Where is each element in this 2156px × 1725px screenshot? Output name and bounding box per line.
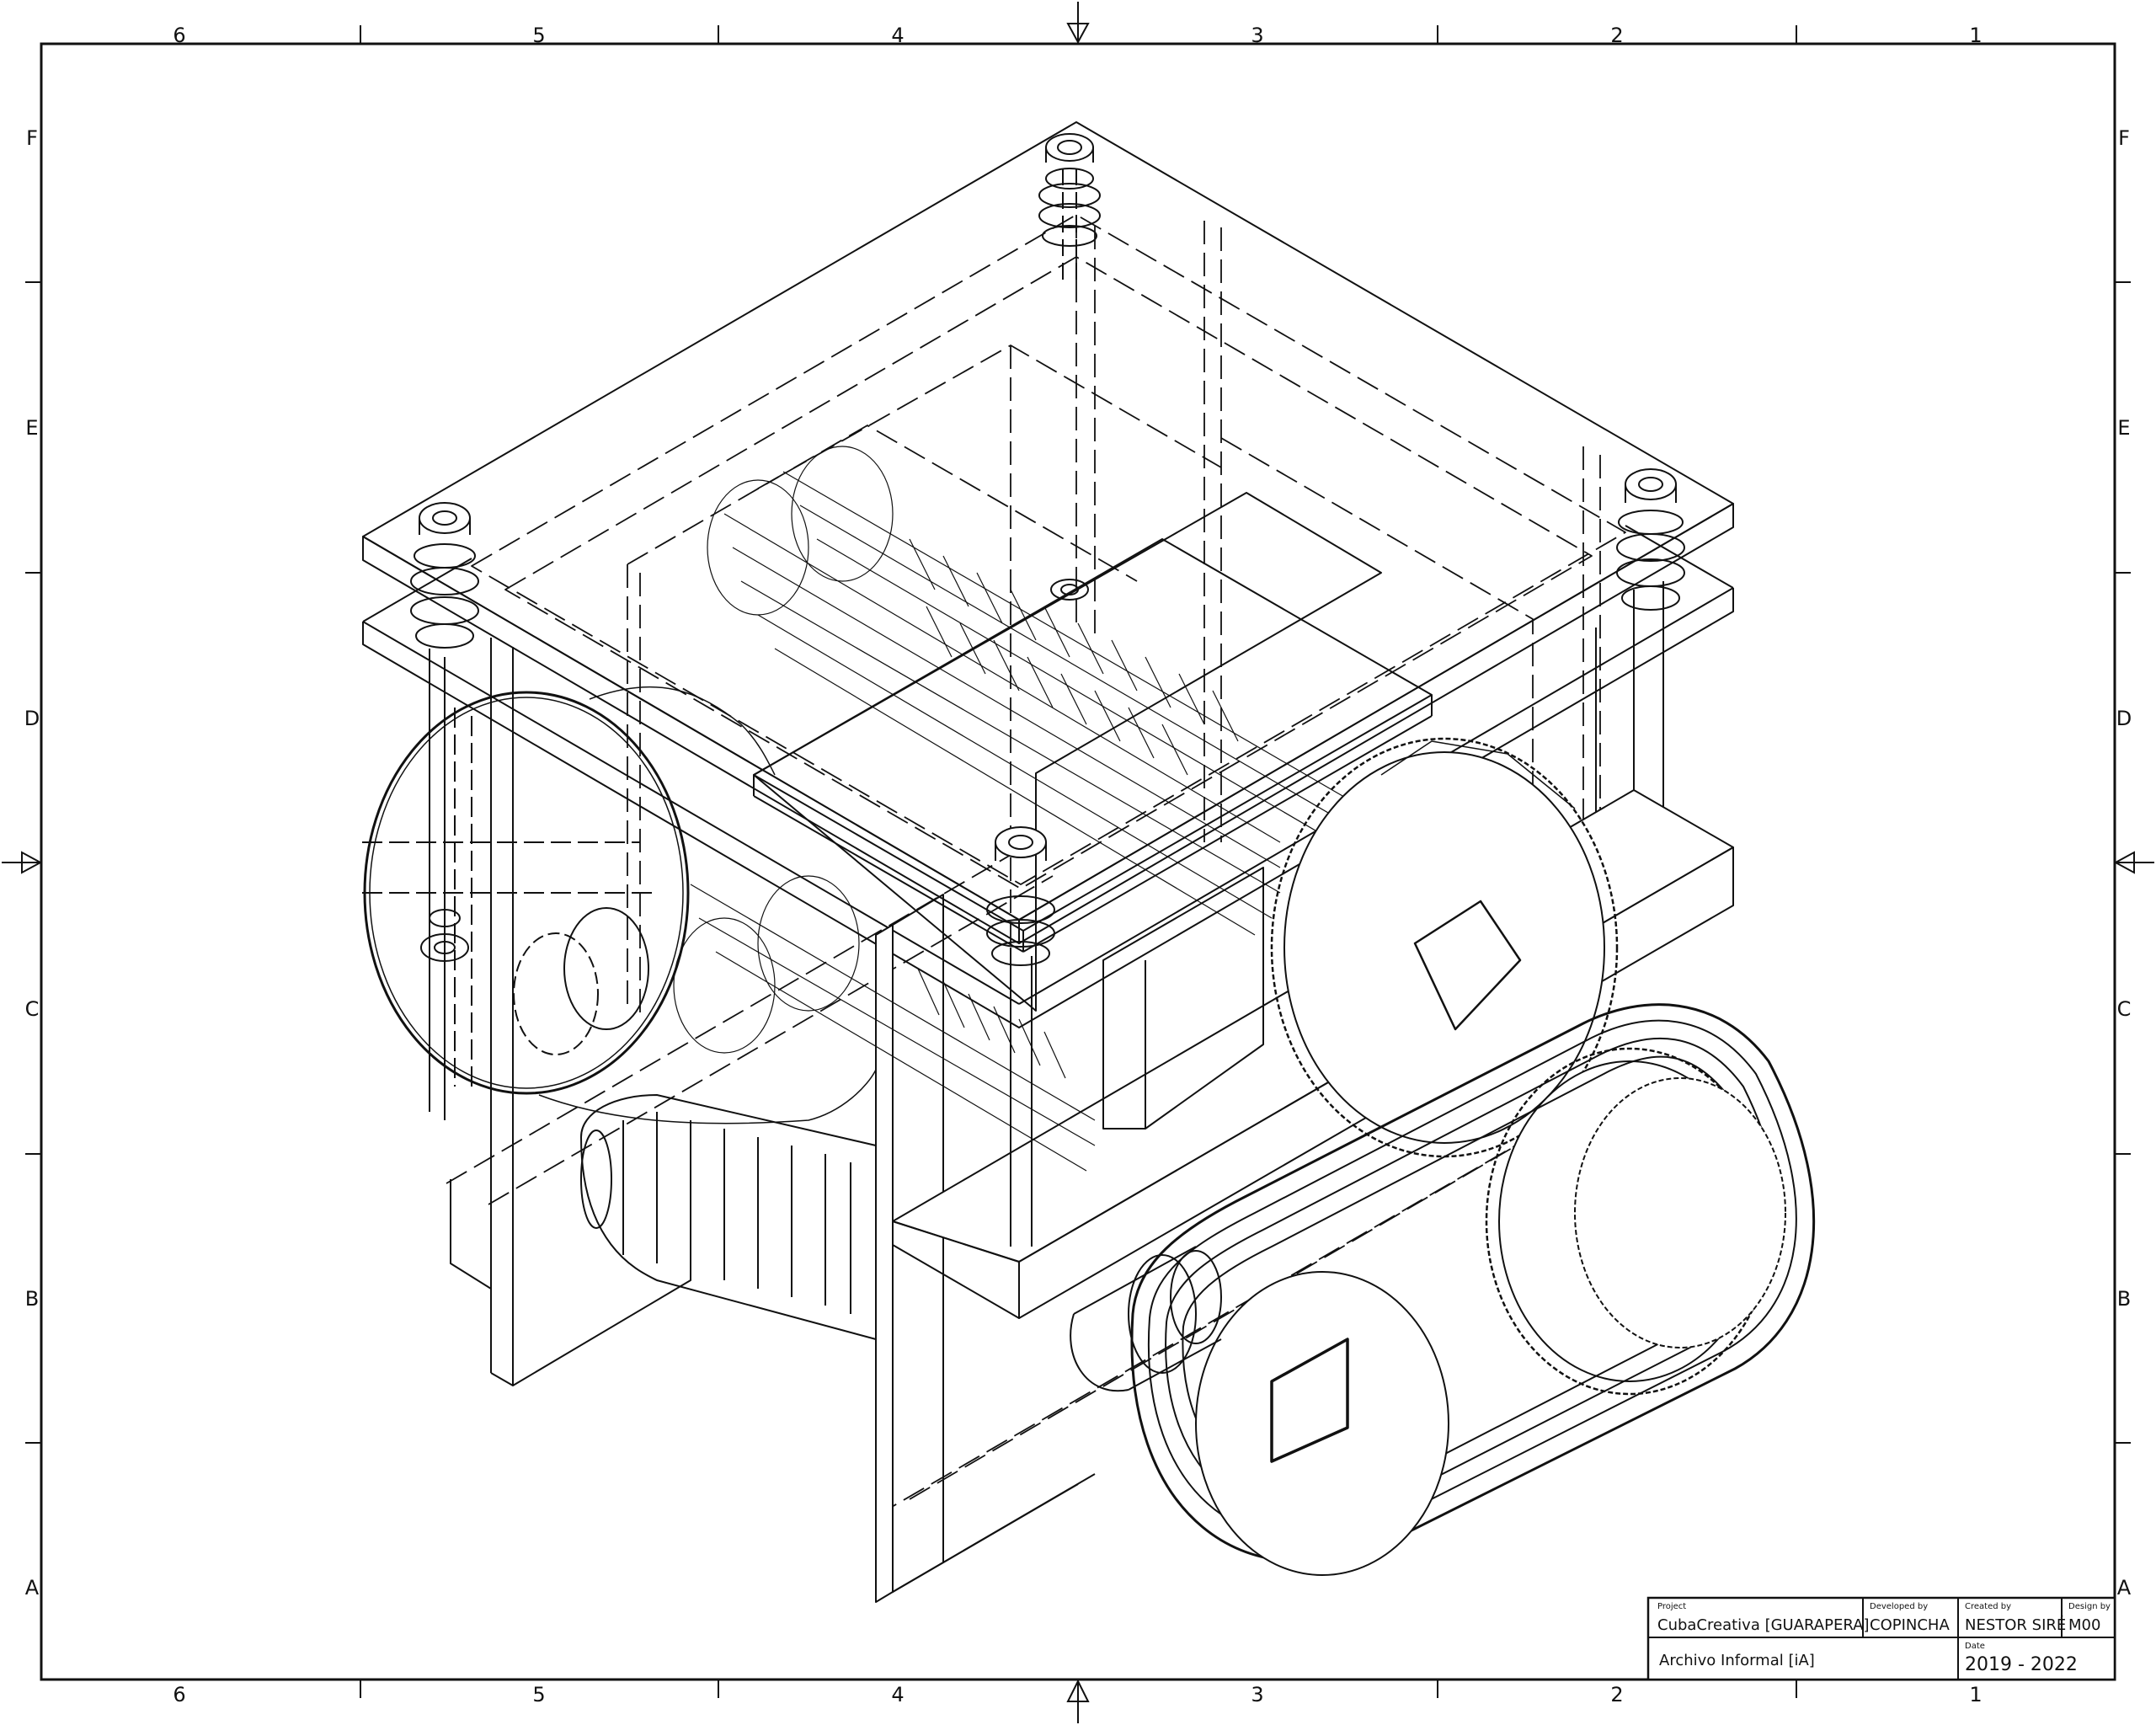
bolt-right (1616, 468, 1685, 611)
archive-value: Archivo Informal [iA] (1659, 1652, 1815, 1669)
created-value: NESTOR SIRÉ (1965, 1616, 2066, 1634)
row-label-d-left: D (24, 707, 40, 730)
row-label-e-right: E (2117, 416, 2130, 440)
col-label-1-bottom: 1 (1969, 1683, 1982, 1706)
bottom-drum (580, 1094, 877, 1340)
developed-value: COPINCHA (1870, 1616, 1950, 1634)
developed-caption: Developed by (1870, 1602, 1928, 1611)
roller-block (1102, 867, 1264, 1130)
bolt-inner (1050, 579, 1089, 601)
title-block-text: Project CubaCreativa [GUARAPERA] Develop… (1657, 1602, 2111, 1675)
design-value: M00 (2068, 1616, 2100, 1634)
row-label-c-right: C (2117, 997, 2132, 1021)
bolt-top-center (1038, 133, 1101, 286)
row-label-c-left: C (25, 997, 40, 1021)
row-labels-right: F E D C B A (2116, 126, 2132, 1599)
col-label-3-bottom: 3 (1251, 1683, 1263, 1706)
detail-circle (362, 686, 877, 1124)
col-label-3-top: 3 (1251, 24, 1263, 47)
top-plate (362, 121, 1734, 944)
middle-plate (753, 492, 1433, 1247)
belt-pulley (1130, 1003, 1816, 1576)
rollers (673, 446, 1365, 1172)
col-label-5-top: 5 (532, 24, 545, 47)
column-labels-top: 6 5 4 3 2 1 (173, 24, 1982, 47)
row-label-a-right: A (2117, 1576, 2132, 1599)
col-label-6-bottom: 6 (173, 1683, 185, 1706)
design-caption: Design by (2068, 1602, 2111, 1611)
created-caption: Created by (1965, 1602, 2011, 1611)
bolt-front (986, 826, 1055, 966)
project-value: CubaCreativa [GUARAPERA] (1657, 1616, 1869, 1634)
row-label-d-right: D (2116, 707, 2132, 730)
row-labels-left: F E D C B A (24, 126, 40, 1599)
sugarcane-press-isometric (362, 121, 1816, 1603)
date-value: 2019 - 2022 (1965, 1654, 2078, 1675)
col-label-4-bottom: 4 (891, 1683, 904, 1706)
row-label-e-left: E (25, 416, 38, 440)
col-label-2-bottom: 2 (1610, 1683, 1623, 1706)
title-block (1646, 1596, 2116, 1681)
row-label-b-left: B (25, 1287, 39, 1311)
project-caption: Project (1657, 1602, 1686, 1611)
zone-ticks (25, 25, 2131, 1698)
front-side-plate (875, 894, 1096, 1603)
col-label-6-top: 6 (173, 24, 185, 47)
row-label-b-right: B (2117, 1287, 2131, 1311)
col-label-2-top: 2 (1610, 24, 1623, 47)
row-label-a-left: A (25, 1576, 40, 1599)
shaft-housing (1070, 1246, 1222, 1392)
column-labels-bottom: 6 5 4 3 2 1 (173, 1683, 1982, 1706)
date-caption: Date (1965, 1642, 1985, 1651)
col-label-4-top: 4 (891, 24, 904, 47)
bolt-left (410, 502, 479, 649)
row-label-f-right: F (2118, 126, 2130, 150)
col-label-5-bottom: 5 (532, 1683, 545, 1706)
row-label-f-left: F (26, 126, 38, 150)
corner-bolts (410, 133, 1685, 966)
col-label-1-top: 1 (1969, 24, 1982, 47)
